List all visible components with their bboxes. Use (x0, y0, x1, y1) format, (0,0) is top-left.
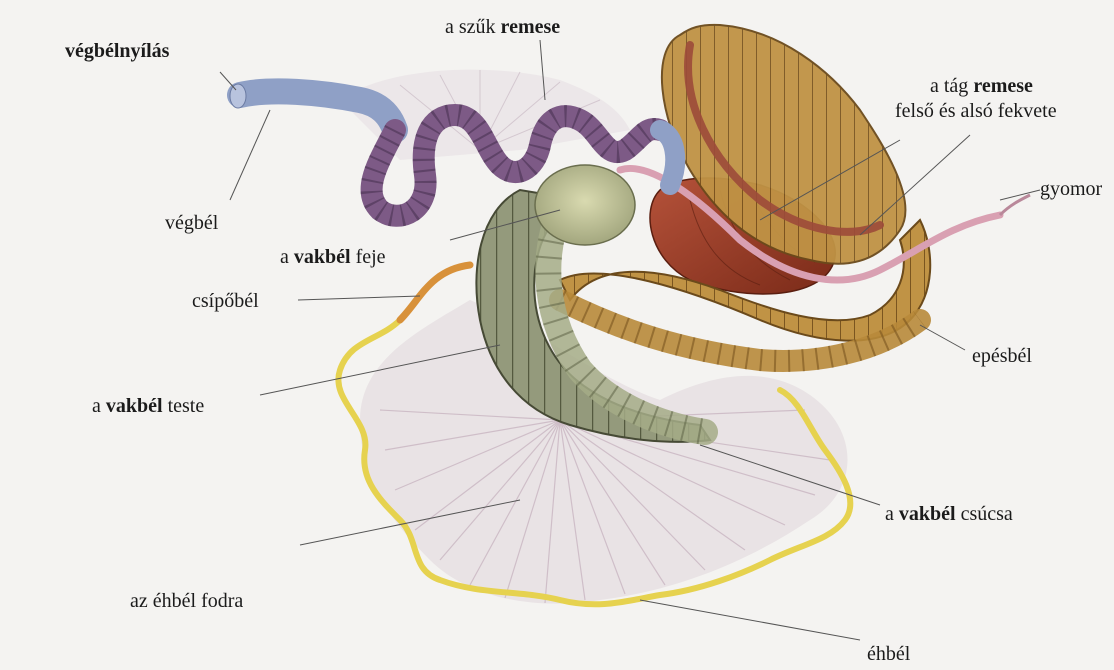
anus (230, 84, 246, 108)
label-stomach: gyomor (1040, 178, 1102, 200)
label-rectum: végbél (165, 212, 218, 234)
label-ileum: csípőbél (192, 290, 259, 312)
label-jejunum: éhbél (867, 643, 910, 665)
label-anus: végbélnyílás (65, 40, 169, 62)
label-upper-lower-layer: felső és alsó fekvete (895, 100, 1057, 122)
label-caecum-head: a vakbél feje (280, 246, 386, 268)
label-mesentery: az éhbél fodra (130, 590, 243, 612)
caecum-head (535, 165, 635, 245)
label-wide-colon: a tág remese (930, 75, 1033, 97)
label-caecum-tip: a vakbél csúcsa (885, 503, 1013, 525)
label-narrow-colon: a szűk remese (445, 16, 560, 38)
label-caecum-body: a vakbél teste (92, 395, 204, 417)
label-duodenum: epésbél (972, 345, 1032, 367)
